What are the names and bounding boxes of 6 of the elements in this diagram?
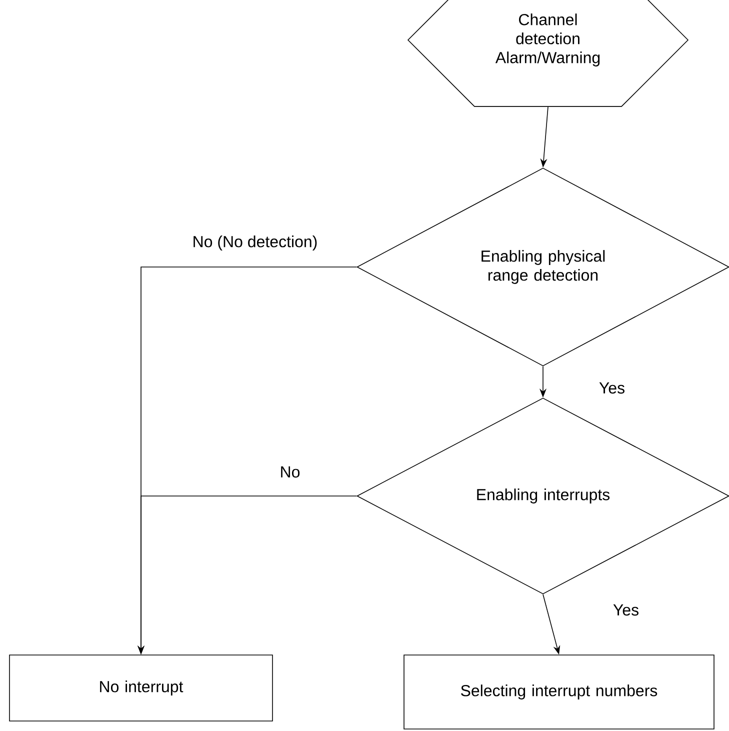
edge-label: No [278, 465, 302, 479]
process-box: Selecting interrupt numbers [404, 654, 714, 730]
edge-label: Yes [598, 381, 626, 395]
edge-label: Yes [612, 603, 640, 617]
process-box: No interrupt [9, 654, 273, 722]
edge-label: No (No detection) [191, 234, 319, 252]
